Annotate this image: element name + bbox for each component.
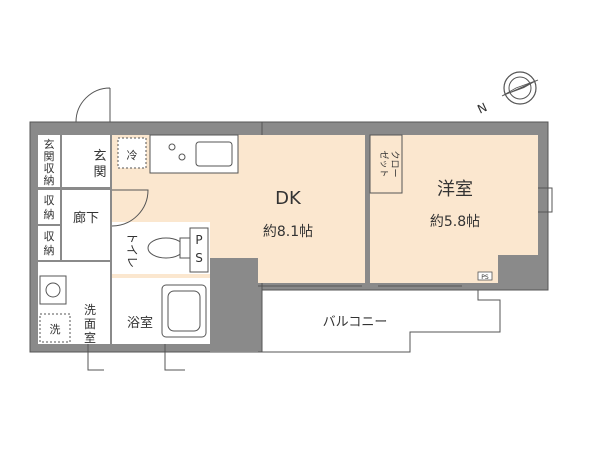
small-ps-box: [477, 271, 493, 281]
ps-label: S: [195, 251, 203, 265]
washer-space: [39, 313, 71, 343]
fridge-space: [117, 137, 147, 169]
bathroom-label: 浴室: [127, 315, 153, 331]
room-entrance: [62, 135, 110, 187]
entrance-storage-label: 関: [44, 150, 55, 163]
room-storage-2: [38, 226, 60, 260]
storage-1-label: 納: [44, 208, 55, 221]
western-area: 約5.8帖: [430, 214, 480, 230]
room-hallway: [62, 190, 110, 260]
compass: [501, 71, 539, 105]
door-washroom: [87, 344, 104, 371]
entrance-storage-label: 玄: [44, 137, 55, 151]
room-storage-1: [38, 190, 60, 224]
column-right: [498, 255, 538, 283]
entrance-storage-label: 納: [44, 174, 55, 187]
dk-label: DK: [275, 188, 302, 209]
entrance-door: [75, 87, 111, 123]
room-entrance-storage: [38, 135, 60, 187]
door-bathroom: [164, 344, 185, 371]
washbasin: [39, 275, 67, 305]
stove-burner: [168, 143, 176, 151]
closet-label: クロー: [389, 150, 400, 177]
room-closet: [369, 134, 403, 194]
balcony-area: [261, 289, 501, 353]
small-ps-label: PS: [481, 274, 489, 281]
bathtub-inner: [167, 290, 201, 332]
kitchen-sink: [195, 141, 233, 167]
storage-2-label: 収: [44, 230, 55, 243]
washroom-label: 室: [84, 330, 96, 345]
stove-burner: [178, 153, 186, 161]
pipe-shaft-block: [210, 258, 258, 352]
closet-label: ゼット: [378, 150, 390, 177]
washroom-label: 洗: [84, 303, 96, 317]
entrance-storage-label: 収: [44, 162, 55, 175]
ps-label: P: [195, 233, 202, 247]
washer-label: 洗: [50, 323, 61, 336]
storage-1-label: 収: [44, 194, 55, 207]
storage-2-label: 納: [44, 244, 55, 257]
washroom-label: 面: [84, 317, 96, 331]
western-label: 洋室: [437, 179, 473, 200]
ps-box: [189, 227, 209, 273]
door-dk: [111, 189, 149, 227]
compass-north-label: N: [475, 100, 489, 116]
dk-area: 約8.1帖: [263, 224, 313, 240]
hallway-label: 廊下: [73, 210, 99, 226]
toilet-bowl: [147, 237, 185, 259]
toilet-label: トイレ: [125, 232, 139, 268]
fridge-label: 冷: [127, 149, 138, 162]
entrance-label: 関: [93, 165, 106, 180]
door-western: [538, 187, 553, 213]
entrance-label: 玄: [93, 149, 106, 164]
balcony-label: バルコニー: [323, 315, 388, 330]
washbasin-bowl: [45, 282, 61, 298]
